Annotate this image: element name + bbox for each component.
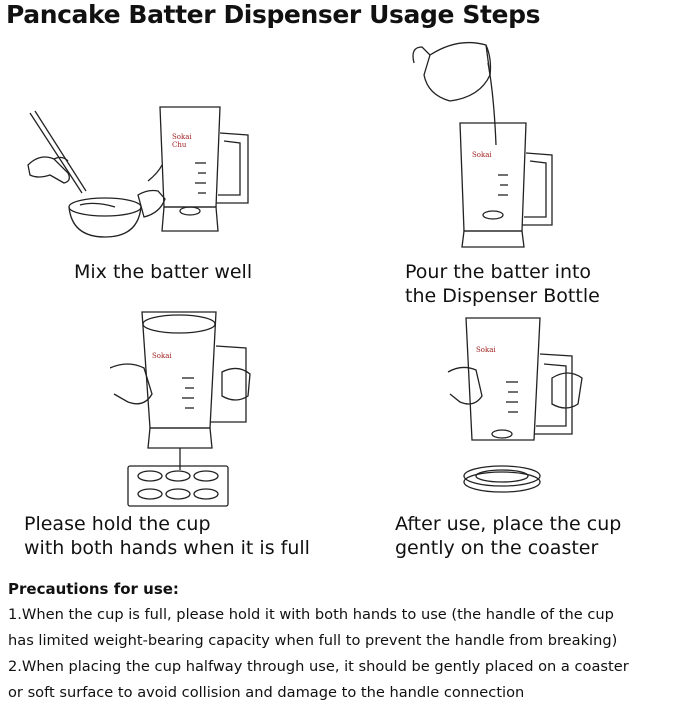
step3-caption-line: Please hold the cup <box>24 513 211 535</box>
brand-logo: Sokai <box>152 352 172 360</box>
precautions-heading: Precautions for use: <box>8 580 179 598</box>
precaution-line: has limited weight-bearing capacity when… <box>8 632 618 649</box>
precautions: Precautions for use: 1.When the cup is f… <box>8 576 676 706</box>
pouring-jug-icon <box>413 43 491 101</box>
whisk-hand-icon <box>28 111 86 193</box>
right-hand-icon <box>552 373 582 408</box>
step4-caption-line: After use, place the cup <box>395 513 622 535</box>
precaution-line: or soft surface to avoid collision and d… <box>8 684 525 701</box>
brand-logo: Sokai <box>172 133 192 141</box>
step1-illustration: Sokai Chu <box>20 95 270 245</box>
step3-caption-line: with both hands when it is full <box>24 537 310 559</box>
step4-caption: After use, place the cup gently on the c… <box>395 512 621 560</box>
dispenser-cup-icon <box>460 123 552 247</box>
left-hand-icon <box>448 367 482 404</box>
step2-caption-line: Pour the batter into <box>405 261 592 283</box>
dispenser-cup-icon <box>142 312 246 448</box>
precaution-line: 2.When placing the cup halfway through u… <box>8 658 629 675</box>
brand-logo-sub: Chu <box>172 141 187 149</box>
page-title: Pancake Batter Dispenser Usage Steps <box>6 0 541 29</box>
dispenser-cup-icon <box>466 318 572 440</box>
step4-illustration: Sokai <box>440 312 610 502</box>
step2-illustration: Sokai <box>400 35 580 250</box>
brand-logo: Sokai <box>476 346 496 354</box>
coaster-icon <box>464 466 540 492</box>
step3-caption: Please hold the cup with both hands when… <box>24 512 310 560</box>
batter-stream <box>488 63 496 145</box>
dispenser-cup-icon <box>160 107 248 231</box>
step1-caption: Mix the batter well <box>74 260 252 284</box>
step3-illustration: Sokai <box>110 298 280 508</box>
left-hand-icon <box>110 364 152 404</box>
step4-caption-line: gently on the coaster <box>395 537 599 559</box>
step2-caption-line: the Dispenser Bottle <box>405 285 600 307</box>
mixing-bowl-icon <box>69 165 165 237</box>
brand-logo: Sokai <box>472 151 492 159</box>
right-hand-icon <box>222 368 250 400</box>
precaution-line: 1.When the cup is full, please hold it w… <box>8 606 614 623</box>
step2-caption: Pour the batter into the Dispenser Bottl… <box>405 260 600 308</box>
step1-caption-line: Mix the batter well <box>74 261 253 283</box>
pancake-mold-icon <box>128 466 228 506</box>
